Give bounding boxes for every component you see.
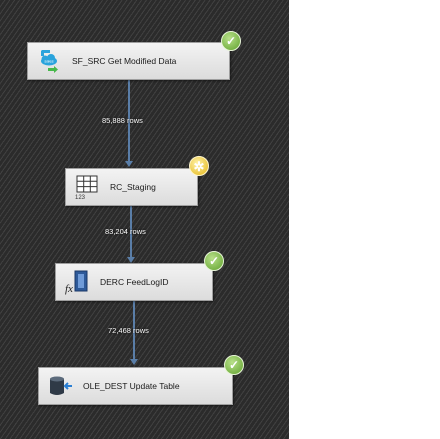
component-label: RC_Staging (110, 182, 156, 192)
svg-text:sales: sales (44, 59, 53, 64)
check-icon: ✓ (224, 355, 244, 375)
gear-icon: ✲ (189, 156, 209, 176)
row-count-icon: 123 (74, 174, 100, 201)
svg-text:123: 123 (75, 195, 86, 200)
component-label: OLE_DEST Update Table (83, 381, 180, 391)
component-rc-staging[interactable]: 123 RC_Staging (65, 168, 198, 206)
component-label: DERC FeedLogID (100, 277, 169, 287)
path-connector-1[interactable] (128, 80, 130, 162)
path-connector-2[interactable] (130, 206, 132, 258)
data-flow-canvas[interactable]: 85,888 rows 83,204 rows 72,468 rows sale… (0, 0, 289, 439)
empty-panel (289, 0, 440, 439)
path-arrow-1 (125, 161, 133, 167)
path-arrow-3 (130, 359, 138, 365)
component-derc-feedlogid[interactable]: fx DERC FeedLogID (55, 263, 213, 301)
svg-text:fx: fx (65, 283, 73, 295)
component-sf-src[interactable]: sales SF_SRC Get Modified Data (27, 42, 230, 80)
component-ole-dest[interactable]: OLE_DEST Update Table (38, 367, 233, 405)
path-arrow-2 (127, 257, 135, 263)
derived-column-icon: fx (64, 269, 90, 295)
path-rows-label-2: 83,204 rows (105, 227, 146, 236)
path-connector-3[interactable] (133, 300, 135, 360)
check-icon: ✓ (221, 31, 241, 51)
path-rows-label-3: 72,468 rows (108, 326, 149, 335)
check-icon: ✓ (204, 251, 224, 271)
ole-db-destination-icon (47, 373, 73, 399)
salesforce-source-icon: sales (36, 48, 62, 74)
path-rows-label-1: 85,888 rows (102, 116, 143, 125)
component-label: SF_SRC Get Modified Data (72, 56, 177, 66)
